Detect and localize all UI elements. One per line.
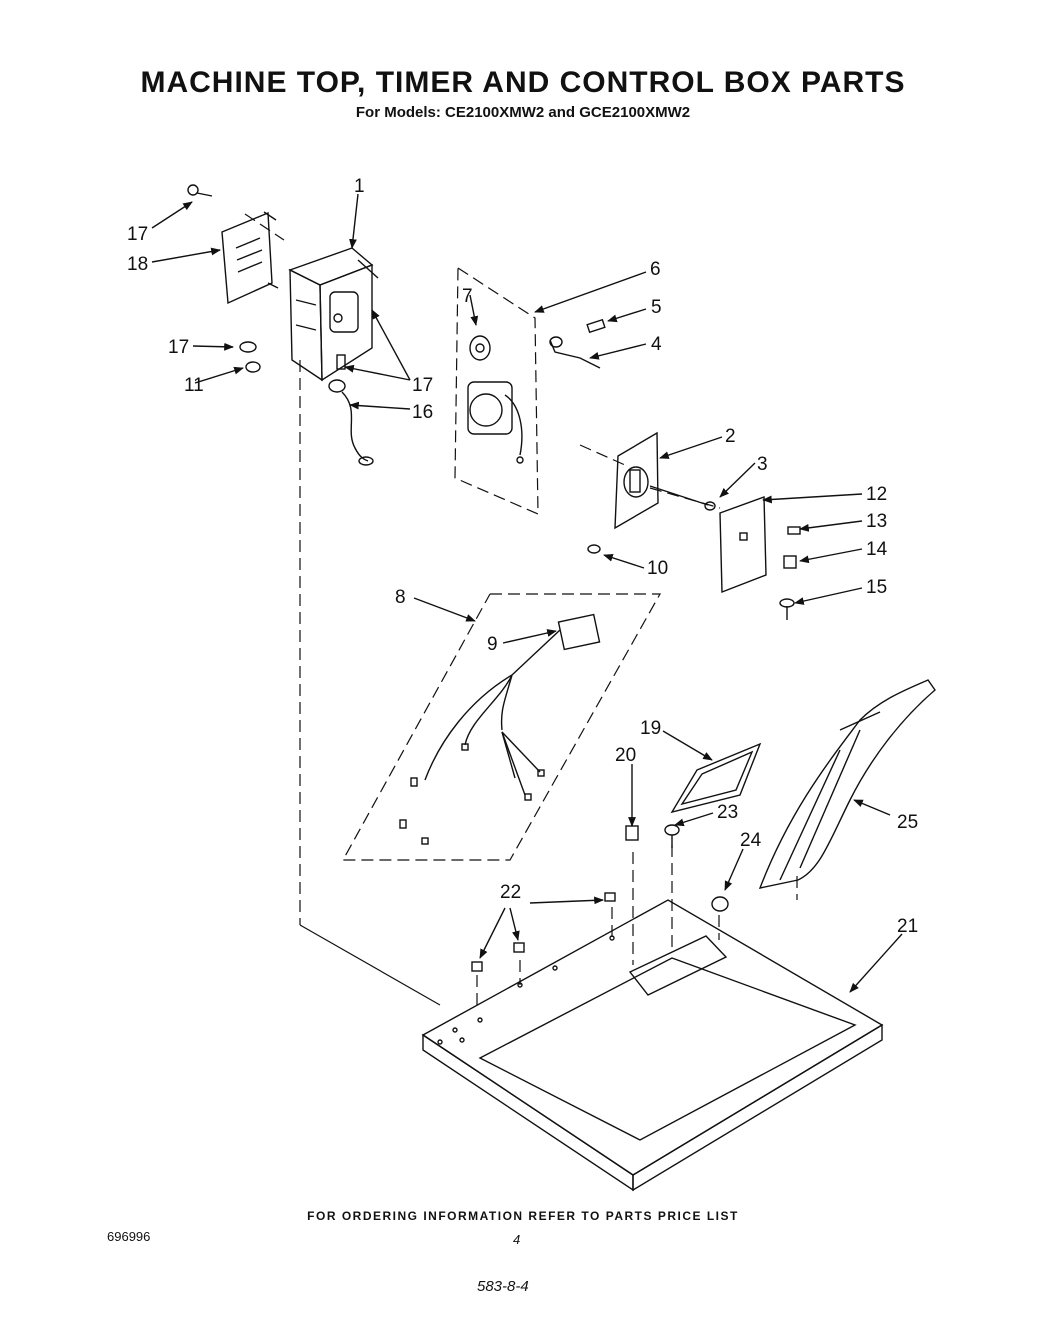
clip-part-20	[625, 825, 639, 841]
callout-4: 4	[651, 334, 662, 355]
callout-18: 18	[127, 254, 148, 275]
callout-12: 12	[866, 484, 887, 505]
callout-17-top: 17	[127, 224, 148, 245]
grommet-part-11	[245, 361, 261, 373]
cover-plate-part-18	[221, 211, 279, 305]
document-number: 696996	[107, 1229, 151, 1244]
leader-lines	[151, 193, 903, 993]
callout-6: 6	[650, 259, 661, 280]
callout-21: 21	[897, 916, 918, 937]
wire-harness-part-8	[399, 613, 601, 845]
ordering-note: FOR ORDERING INFORMATION REFER TO PARTS …	[307, 1209, 739, 1223]
callout-17-right: 17	[412, 375, 433, 396]
model-subtitle: For Models: CE2100XMW2 and GCE2100XMW2	[355, 104, 691, 121]
timer-part-7	[467, 335, 524, 464]
callout-17-left: 17	[168, 337, 189, 358]
console-part-25	[758, 679, 936, 889]
callout-labels: 1 17 18 17 11 17 16 7 6 5 4 2 3 12 13 14…	[127, 176, 918, 937]
callout-7: 7	[462, 286, 473, 307]
bezel-part-19	[670, 742, 762, 814]
nut-part-10	[587, 544, 601, 554]
assembly-line-solid	[299, 924, 441, 1006]
callout-2: 2	[725, 426, 736, 447]
callout-20: 20	[615, 745, 636, 766]
callout-16: 16	[412, 402, 433, 423]
machine-top-part-21	[421, 899, 884, 1192]
control-box-part-1	[288, 247, 379, 382]
screw-part-5	[586, 318, 606, 334]
callout-11: 11	[184, 375, 204, 396]
shaft-part-3	[649, 485, 716, 511]
screw-part-15	[779, 598, 795, 620]
callout-5: 5	[651, 297, 662, 318]
callout-10: 10	[647, 558, 668, 579]
nut-part-22	[471, 892, 616, 972]
wire-part-16	[328, 379, 374, 466]
callout-15: 15	[866, 577, 887, 598]
screw-part-17	[187, 184, 346, 370]
plug-part-24	[711, 896, 729, 912]
screw-part-13	[787, 526, 801, 535]
callout-8: 8	[395, 587, 406, 608]
callout-19: 19	[640, 718, 661, 739]
callout-25: 25	[897, 812, 918, 833]
callout-13: 13	[866, 511, 887, 532]
callout-14: 14	[866, 539, 888, 560]
bracket-part-12	[719, 496, 767, 594]
switch-plate-part-2	[614, 431, 659, 530]
callout-1: 1	[354, 176, 365, 197]
page-number: 4	[513, 1232, 521, 1247]
callout-22: 22	[500, 882, 521, 903]
callout-3: 3	[757, 454, 768, 475]
callout-9: 9	[487, 634, 498, 655]
clip-part-14	[783, 555, 797, 569]
handwritten-note: 583-8-4	[477, 1278, 529, 1295]
callout-24: 24	[740, 830, 762, 851]
page-title: MACHINE TOP, TIMER AND CONTROL BOX PARTS	[140, 66, 906, 99]
knob-part-4	[549, 336, 601, 369]
callout-23: 23	[717, 802, 738, 823]
screw-part-23	[664, 824, 680, 848]
